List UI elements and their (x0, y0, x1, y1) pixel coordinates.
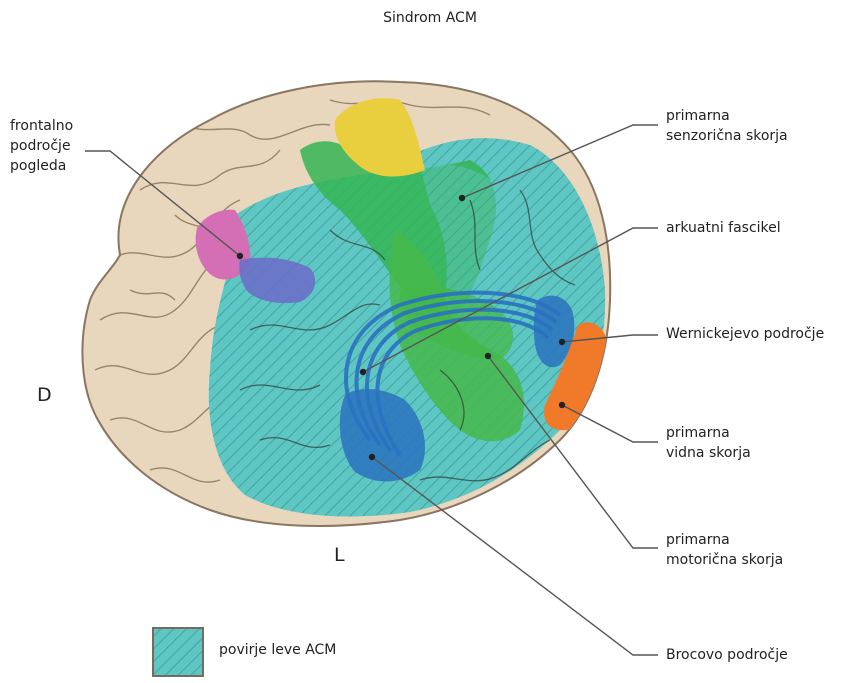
diagram-title: Sindrom ACM (0, 10, 860, 26)
label-primary-visual: primarna vidna skorja (666, 423, 751, 463)
label-wernicke: Wernickejevo področje (666, 324, 824, 344)
label-primary-motor: primarna motorična skorja (666, 530, 783, 570)
label-primary-somatosensory: primarna senzorična skorja (666, 106, 788, 146)
label-arcuate-fasciculus: arkuatni fascikel (666, 218, 781, 238)
orientation-bottom: L (334, 544, 345, 566)
legend-swatch (153, 628, 203, 676)
label-broca: Brocovo področje (666, 645, 788, 665)
legend-label: povirje leve ACM (219, 640, 336, 660)
label-frontal-eye-field: frontalno področje pogleda (10, 116, 73, 176)
orientation-left: D (37, 384, 52, 406)
